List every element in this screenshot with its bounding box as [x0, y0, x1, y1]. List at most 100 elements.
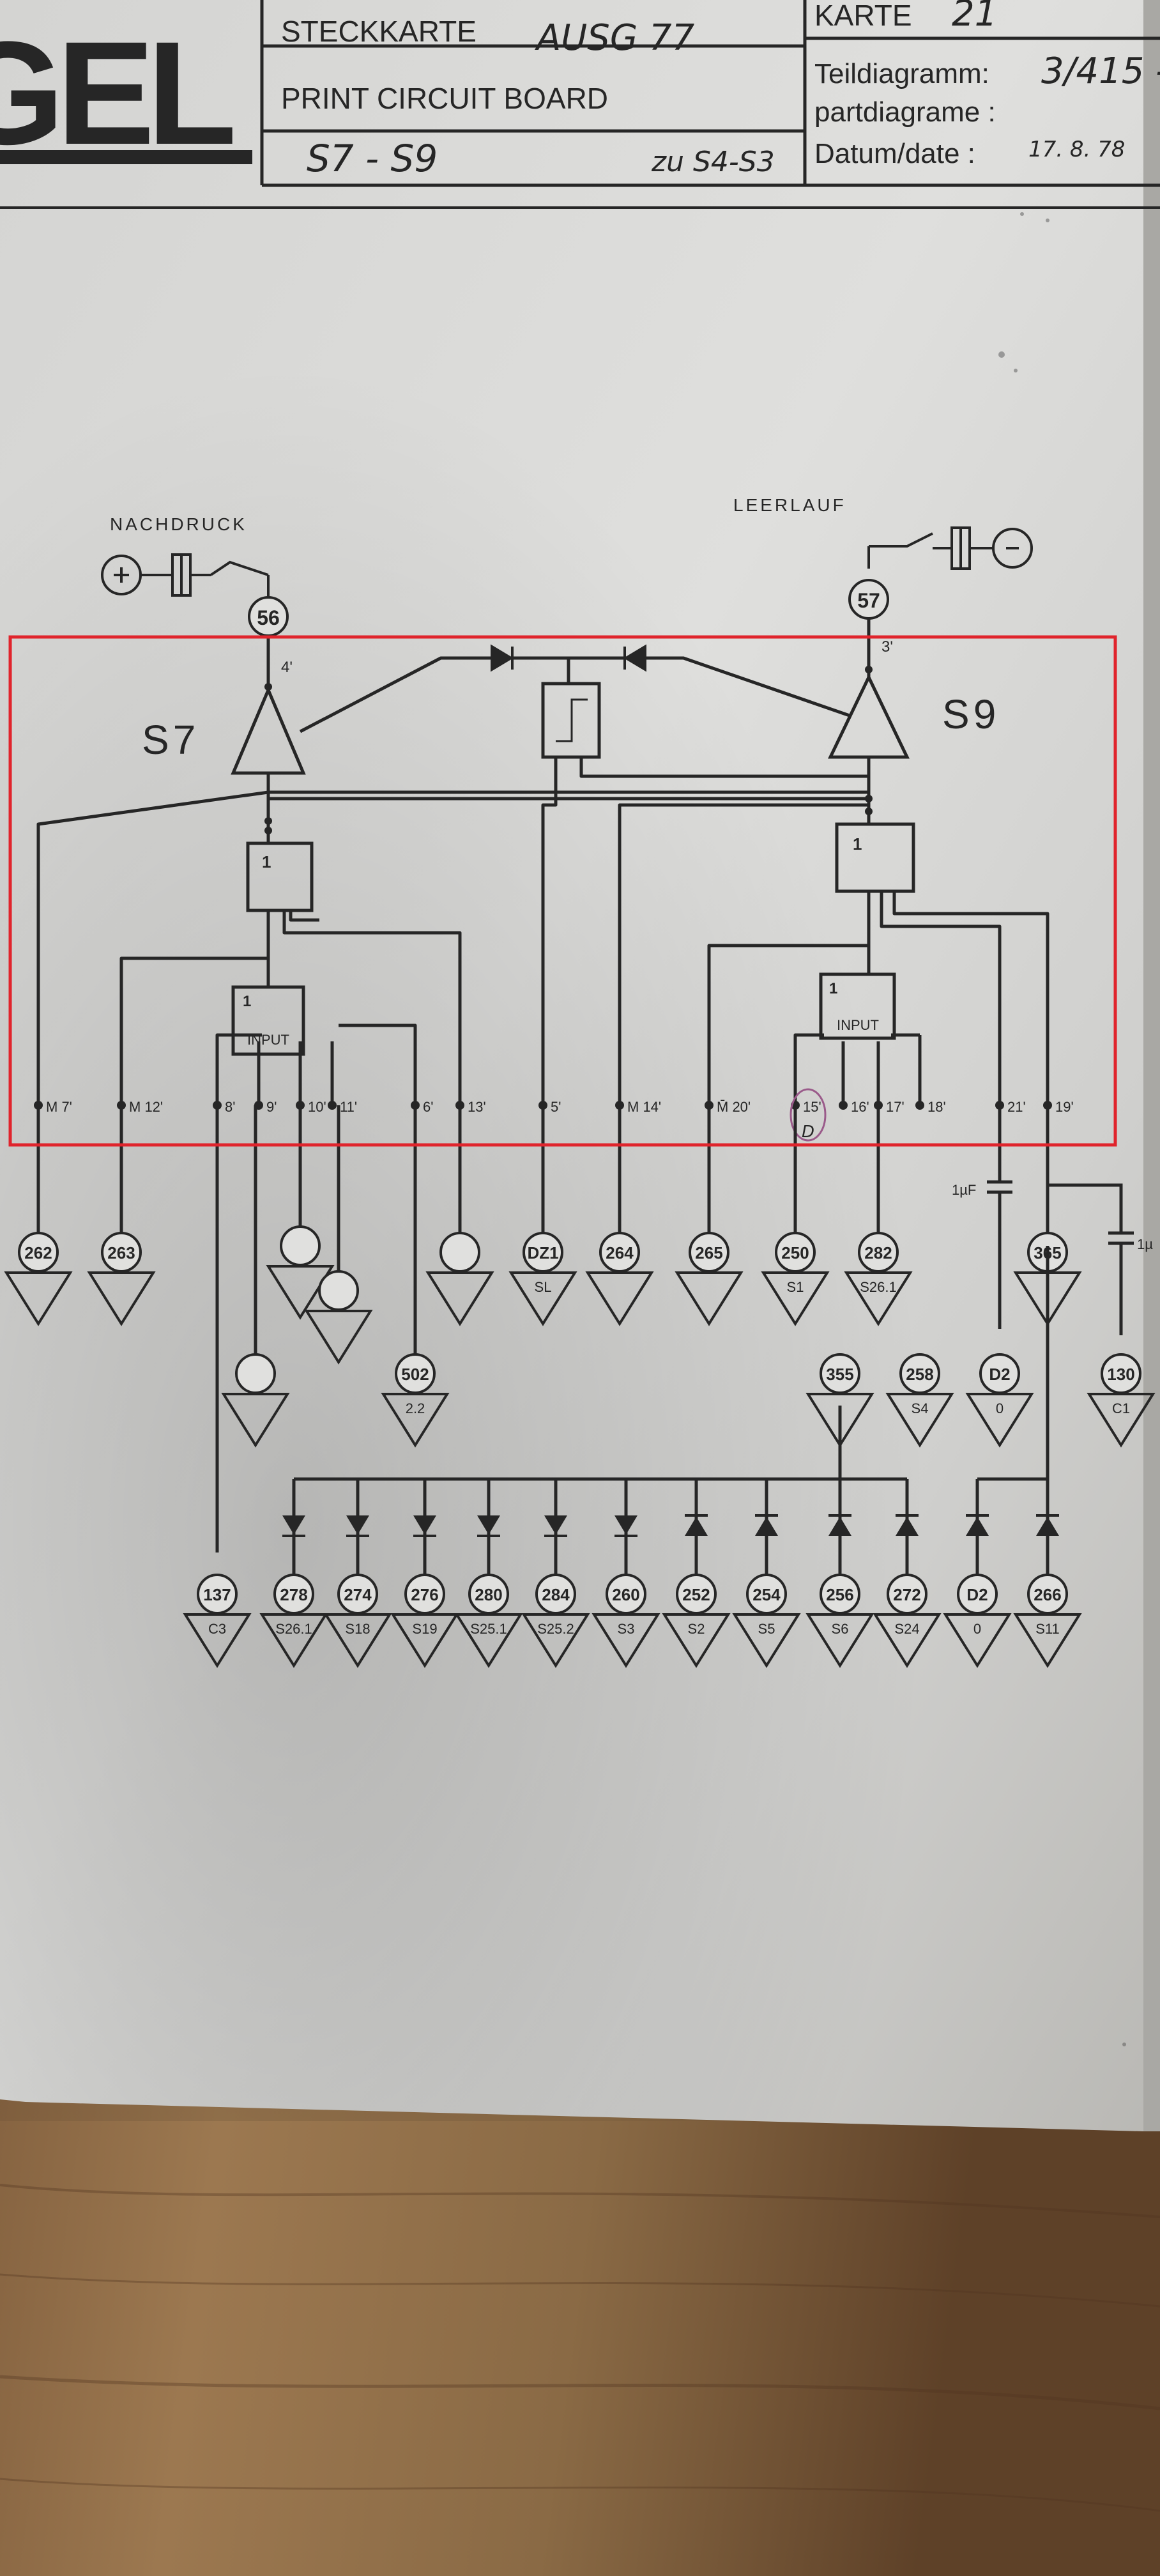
relay-2: [425, 1105, 494, 1326]
svg-text:137: 137: [203, 1585, 231, 1604]
svg-text:9': 9': [266, 1099, 277, 1115]
svg-text:276: 276: [411, 1585, 438, 1604]
svg-text:S26.1: S26.1: [275, 1621, 312, 1637]
svg-text:S11: S11: [1035, 1621, 1060, 1637]
node-r2-3: D2 0: [965, 1353, 1034, 1448]
label-s7: S7: [142, 717, 199, 763]
pin-11: 11': [328, 1099, 357, 1115]
card-type-label-en: PRINT CIRCUIT BOARD: [281, 82, 608, 115]
svg-text:S25.2: S25.2: [537, 1621, 574, 1637]
svg-text:278: 278: [280, 1585, 307, 1604]
svg-text:19': 19': [1055, 1099, 1074, 1115]
svg-text:272: 272: [893, 1585, 920, 1604]
svg-text:10': 10': [308, 1099, 326, 1115]
karte-value: 21: [952, 0, 997, 34]
card-reference: zu S4-S3: [651, 146, 775, 178]
pin-16: 16': [839, 1099, 869, 1115]
svg-text:250: 250: [781, 1243, 809, 1262]
connector-nachdruck: [101, 553, 270, 597]
svg-text:264: 264: [606, 1243, 634, 1262]
node-r1-0: 262: [4, 1105, 73, 1326]
node-r2-0: 502 2.2: [381, 1105, 450, 1448]
svg-text:S4: S4: [912, 1400, 929, 1416]
paper-specks: [998, 212, 1126, 2046]
pin-10: 10': [296, 1099, 326, 1115]
paper-shadow: [0, 0, 1160, 2121]
svg-text:265: 265: [695, 1243, 722, 1262]
label-pin-3: 3': [881, 638, 893, 656]
connector-leerlauf: [867, 526, 1033, 570]
input-block-left: 1 INPUT: [231, 985, 305, 1056]
svg-text:S25.1: S25.1: [470, 1621, 507, 1637]
partdiagram-value: 3/415 -: [1041, 50, 1160, 92]
svg-text:INPUT: INPUT: [837, 1017, 879, 1033]
pin-14: M 14': [615, 1099, 661, 1115]
svg-text:18': 18': [927, 1099, 946, 1115]
svg-text:C3: C3: [208, 1621, 226, 1637]
diodes-top: [491, 644, 646, 672]
svg-text:S2: S2: [688, 1621, 705, 1637]
svg-text:11': 11': [340, 1099, 357, 1115]
date-value: 17. 8. 78: [1028, 137, 1125, 162]
node-r1-3: 264: [585, 1105, 654, 1326]
amplifier-s7: [231, 683, 306, 834]
svg-text:17': 17': [886, 1099, 904, 1115]
svg-text:DZ1: DZ1: [527, 1243, 558, 1262]
capacitor-365: [987, 1105, 1134, 1335]
svg-text:263: 263: [107, 1243, 135, 1262]
svg-text:252: 252: [682, 1585, 710, 1604]
svg-text:1: 1: [829, 980, 837, 997]
svg-text:2.2: 2.2: [406, 1400, 425, 1416]
header-title-block: [0, 0, 1160, 209]
amplifier-s9: [828, 666, 910, 815]
node-56-label: 56: [257, 606, 280, 629]
node-r1-4: 265: [675, 1105, 744, 1326]
or-gate-right: 1: [835, 822, 915, 893]
lower-bus: [215, 1105, 1049, 1552]
bottom-nodes: 137C3278S26.1274S18276S19280S25.1284S25.…: [183, 1479, 1082, 1668]
pin-9: 9': [254, 1099, 277, 1115]
card-type-value: AUSG 77: [535, 17, 695, 59]
svg-text:21': 21': [1007, 1099, 1026, 1115]
svg-text:S3: S3: [618, 1621, 635, 1637]
svg-text:1: 1: [853, 834, 862, 854]
node-57-label: 57: [857, 589, 880, 612]
svg-text:D2: D2: [966, 1585, 988, 1604]
highlight-box: [8, 635, 1117, 1147]
svg-text:502: 502: [401, 1365, 429, 1384]
or-gate-left: 1: [246, 841, 314, 912]
logo-underline: [0, 150, 252, 164]
svg-text:274: 274: [344, 1585, 372, 1604]
svg-text:C1: C1: [1112, 1400, 1130, 1416]
date-label: Datum/date :: [814, 138, 975, 169]
svg-text:D2: D2: [989, 1365, 1010, 1384]
svg-text:5': 5': [551, 1099, 561, 1115]
node-r2-1: 355: [805, 1353, 874, 1448]
svg-text:258: 258: [906, 1365, 933, 1384]
svg-text:0: 0: [996, 1400, 1004, 1416]
svg-text:262: 262: [24, 1243, 52, 1262]
svg-text:266: 266: [1034, 1585, 1061, 1604]
svg-text:13': 13': [468, 1099, 486, 1115]
svg-text:S18: S18: [345, 1621, 370, 1637]
svg-text:M 12': M 12': [129, 1099, 163, 1115]
svg-text:S1: S1: [787, 1279, 804, 1295]
annotation-circle-pin-15: [790, 1088, 827, 1142]
node-r1-1: 263: [87, 1105, 156, 1326]
svg-text:S26.1: S26.1: [860, 1279, 897, 1295]
input-block-right: 1 INPUT: [819, 972, 896, 1040]
karte-label: KARTE: [814, 0, 912, 32]
